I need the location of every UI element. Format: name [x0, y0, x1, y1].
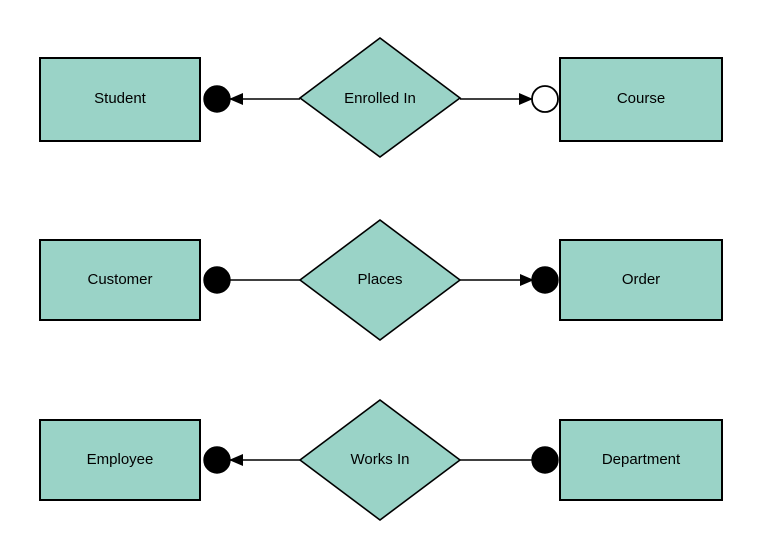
cardinality-filled-circle-department[interactable]: [531, 446, 559, 474]
entity-box-order[interactable]: [559, 239, 723, 321]
arrowhead-toward-employee: [229, 454, 243, 466]
cardinality-filled-circle-employee[interactable]: [203, 446, 231, 474]
arrowhead-toward-course: [519, 93, 533, 105]
entity-box-course[interactable]: [559, 57, 723, 142]
relationship-group-places: Customer Places Order: [39, 219, 723, 341]
relationship-group-enrolled-in: Student Enrolled In Course: [39, 37, 723, 158]
cardinality-filled-circle-student[interactable]: [203, 85, 231, 113]
relationship-diamond-places[interactable]: [298, 219, 462, 341]
cardinality-filled-circle-order[interactable]: [531, 266, 559, 294]
relationship-group-works-in: Employee Works In Department: [39, 399, 723, 521]
entity-box-student[interactable]: [39, 57, 201, 142]
entity-box-employee[interactable]: [39, 419, 201, 501]
relationship-diamond-enrolled-in[interactable]: [298, 37, 462, 158]
entity-box-customer[interactable]: [39, 239, 201, 321]
relationship-diamond-works-in[interactable]: [298, 399, 462, 521]
cardinality-hollow-circle-course[interactable]: [531, 85, 559, 113]
cardinality-filled-circle-customer[interactable]: [203, 266, 231, 294]
arrowhead-toward-order: [520, 274, 534, 286]
entity-box-department[interactable]: [559, 419, 723, 501]
arrowhead-toward-student: [229, 93, 243, 105]
